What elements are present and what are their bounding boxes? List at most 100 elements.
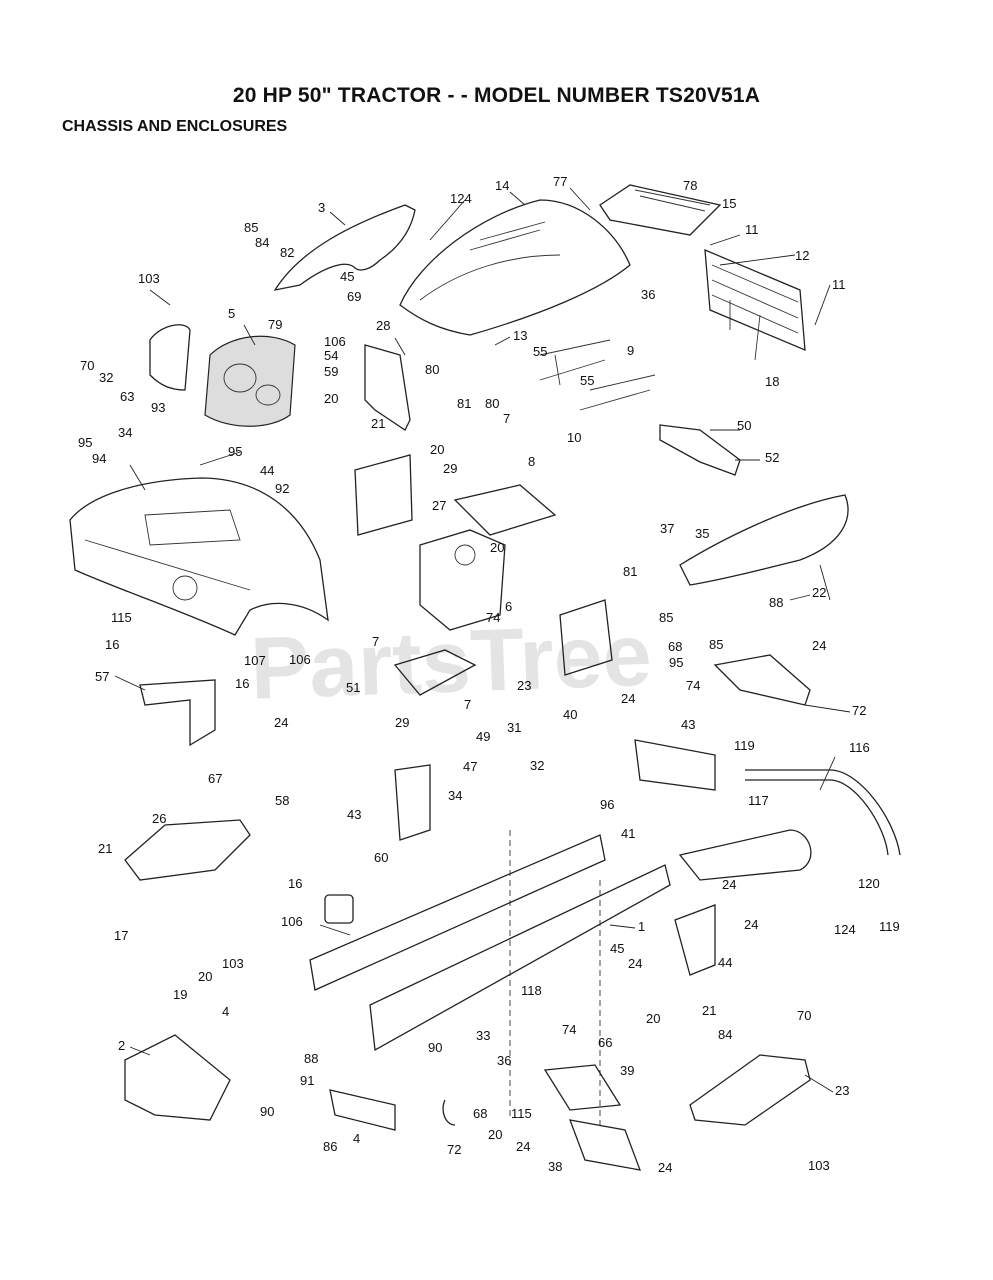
callout-label: 106	[281, 914, 303, 929]
part-plate-50	[634, 739, 716, 791]
callout-label: 21	[702, 1003, 716, 1018]
callout-label: 72	[852, 703, 866, 718]
part-hood	[399, 199, 631, 336]
callout-label: 20	[488, 1127, 502, 1142]
part-dashboard	[204, 335, 296, 427]
callout-label: 95	[228, 444, 242, 459]
callout-label: 44	[260, 463, 274, 478]
callout-label: 11	[832, 277, 846, 292]
callout-label: 17	[114, 928, 128, 943]
callout-label: 81	[623, 564, 637, 579]
callout-label: 59	[324, 364, 338, 379]
callout-label: 20	[198, 969, 212, 984]
callout-label: 58	[275, 793, 289, 808]
callout-label: 103	[222, 956, 244, 971]
callout-label: 32	[530, 758, 544, 773]
part-bracket-40	[543, 1064, 622, 1111]
callout-label: 9	[627, 343, 634, 358]
callout-label: 16	[235, 676, 249, 691]
callout-label: 119	[879, 919, 900, 934]
callout-label: 43	[347, 807, 361, 822]
callout-label: 74	[562, 1022, 576, 1037]
callout-label: 33	[476, 1028, 490, 1043]
part-bar-116	[678, 829, 812, 881]
callout-label: 15	[722, 196, 736, 211]
callout-label: 44	[718, 955, 732, 970]
callout-label: 36	[641, 287, 655, 302]
callout-label: 6	[505, 599, 512, 614]
callout-label: 34	[448, 788, 462, 803]
callout-label: 85	[244, 220, 258, 235]
callout-label: 12	[795, 248, 809, 263]
part-bracket-43	[394, 764, 431, 841]
leader-lines	[114, 187, 851, 1093]
callout-label: 63	[120, 389, 134, 404]
callout-label: 90	[260, 1104, 274, 1119]
part-fender	[69, 477, 329, 636]
callout-label: 88	[304, 1051, 318, 1066]
callout-label: 22	[812, 585, 826, 600]
callout-label: 120	[858, 876, 880, 891]
callout-label: 21	[98, 841, 112, 856]
callout-label: 91	[300, 1073, 314, 1088]
callout-label: 92	[275, 481, 289, 496]
callout-label: 28	[376, 318, 390, 333]
part-plate-23	[559, 599, 613, 676]
callout-label: 82	[280, 245, 294, 260]
callout-label: 10	[567, 430, 581, 445]
callout-label: 24	[722, 877, 736, 892]
callout-label: 60	[374, 850, 388, 865]
callout-label: 21	[371, 416, 385, 431]
callout-label: 124	[834, 922, 856, 937]
callout-label: 66	[598, 1035, 612, 1050]
part-links	[539, 339, 656, 411]
callout-label: 23	[517, 678, 531, 693]
callout-label: 3	[318, 200, 325, 215]
part-grille-top	[599, 184, 722, 236]
callout-label: 39	[620, 1063, 634, 1078]
callout-label: 51	[346, 680, 360, 695]
callout-label: 86	[323, 1139, 337, 1154]
callout-label: 55	[533, 344, 547, 359]
callout-label: 115	[511, 1106, 532, 1121]
callout-label: 84	[255, 235, 269, 250]
callout-label: 8	[528, 454, 535, 469]
callout-label: 96	[600, 797, 614, 812]
callout-label: 45	[340, 269, 354, 284]
callout-label: 24	[621, 691, 635, 706]
callout-label: 23	[835, 1083, 849, 1098]
callout-label: 20	[324, 391, 338, 406]
callout-label: 116	[849, 740, 870, 755]
callout-label: 74	[486, 610, 500, 625]
callout-label: 29	[395, 715, 409, 730]
part-bracket-58	[139, 679, 216, 747]
part-console-support	[419, 529, 506, 631]
callout-label: 43	[681, 717, 695, 732]
callout-label: 16	[105, 637, 119, 652]
callout-label: 68	[668, 639, 682, 654]
callout-label: 72	[447, 1142, 461, 1157]
callout-label: 90	[428, 1040, 442, 1055]
callout-label: 7	[503, 411, 510, 426]
callout-label: 13	[513, 328, 527, 343]
callout-label: 24	[628, 956, 642, 971]
callout-label: 80	[485, 396, 499, 411]
callout-label: 24	[744, 917, 758, 932]
callout-label: 74	[686, 678, 700, 693]
callout-label: 52	[765, 450, 779, 465]
callout-label: 40	[563, 707, 577, 722]
part-frame-91	[309, 834, 606, 991]
part-rod-67	[442, 1099, 456, 1126]
callout-label: 80	[425, 362, 439, 377]
callout-label: 7	[372, 634, 379, 649]
callout-label: 20	[490, 540, 504, 555]
callout-label: 55	[580, 373, 594, 388]
callout-label: 119	[734, 738, 755, 753]
callout-label: 24	[812, 638, 826, 653]
part-tube-115	[745, 769, 901, 856]
callout-label: 24	[658, 1160, 672, 1175]
callout-label: 67	[208, 771, 222, 786]
callout-label: 118	[521, 983, 542, 998]
diagram-title: 20 HP 50" TRACTOR - - MODEL NUMBER TS20V…	[232, 84, 761, 107]
